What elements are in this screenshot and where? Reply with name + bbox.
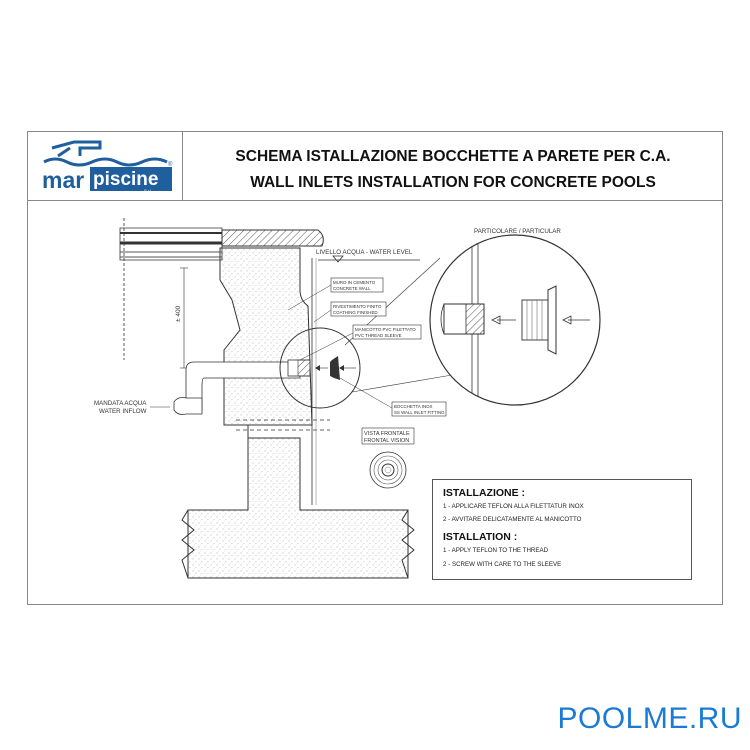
wall-label-en: CONCRETE WALL: [333, 286, 371, 291]
fitting-small: [330, 356, 340, 380]
sleeve-label-it: MANICOTTO PVC FILETTATO: [355, 327, 416, 332]
fitting-label-it: BOCCHETTA INOX: [394, 404, 433, 409]
header-divider: [28, 200, 722, 201]
coating-label-en: COATHING FINISHED: [333, 310, 378, 315]
wall-top-cap: [221, 229, 324, 247]
instruction-step2-it: 2 - AVVITARE DELICATAMENTE AL MANICOTTO: [443, 516, 582, 523]
brand-mark: ®: [168, 161, 173, 168]
title-italian: SCHEMA ISTALLAZIONE BOCCHETTE A PARETE P…: [235, 148, 671, 165]
wall-label-it: MURO IN CEMENTO: [333, 280, 376, 285]
instructions-heading-it: ISTALLAZIONE :: [443, 487, 526, 499]
coating-label-it: RIVESTIMENTO FINITO: [333, 304, 382, 309]
brand-right-box: [90, 167, 172, 191]
particular-label: PARTICOLARE / PARTICULAR: [474, 228, 561, 235]
marpiscine-logo: mar piscine S.r.l. ®: [42, 140, 173, 193]
instruction-step1-en: 1 - APPLY TEFLON TO THE THREAD: [443, 547, 549, 554]
water-level-label: LIVELLO ACQUA - WATER LEVEL: [316, 249, 413, 256]
brand-right-text: piscine: [93, 169, 158, 190]
detail-callout-circle: [279, 327, 361, 409]
dimension-label: ± 400: [175, 305, 182, 322]
frontal-label-en: FRONTAL VISION: [364, 438, 409, 444]
brand-suffix-text: S.r.l.: [144, 188, 152, 193]
installation-instructions-box: ISTALLAZIONE : 1 - APPLICARE TEFLON ALLA…: [432, 479, 692, 580]
ground-layers: [119, 227, 223, 261]
logo-divider: [182, 132, 183, 200]
instruction-step2-en: 2 - SCREW WITH CARE TO THE SLEEVE: [443, 561, 562, 568]
frontal-label-it: VISTA FRONTALE: [364, 431, 410, 437]
instruction-step1-it: 1 - APPLICARE TEFLON ALLA FILETTATUR INO…: [443, 503, 584, 510]
inflow-label-it: MANDATA ACQUA: [94, 400, 147, 407]
title-english: WALL INLETS INSTALLATION FOR CONCRETE PO…: [250, 174, 656, 191]
fitting-flange-detail: [547, 285, 557, 355]
fitting-label-en: SS WALL INLET FITTING: [394, 410, 445, 415]
frontal-vision-fitting: [369, 451, 407, 489]
fitting-thread-detail: [521, 299, 549, 341]
brand-left-text: mar: [42, 167, 84, 193]
sleeve-label-en: PVC THREAD SLEEVE: [355, 333, 402, 338]
drawing-sheet: mar piscine S.r.l. ® SCHEMA ISTALLAZIONE…: [27, 131, 723, 605]
concrete-wall: [187, 247, 409, 579]
instructions-heading-en: ISTALLATION :: [443, 531, 518, 543]
site-watermark: POOLME.RU: [557, 702, 742, 735]
inflow-pipe: [185, 361, 301, 411]
inflow-label-en: WATER INFLOW: [99, 408, 147, 415]
